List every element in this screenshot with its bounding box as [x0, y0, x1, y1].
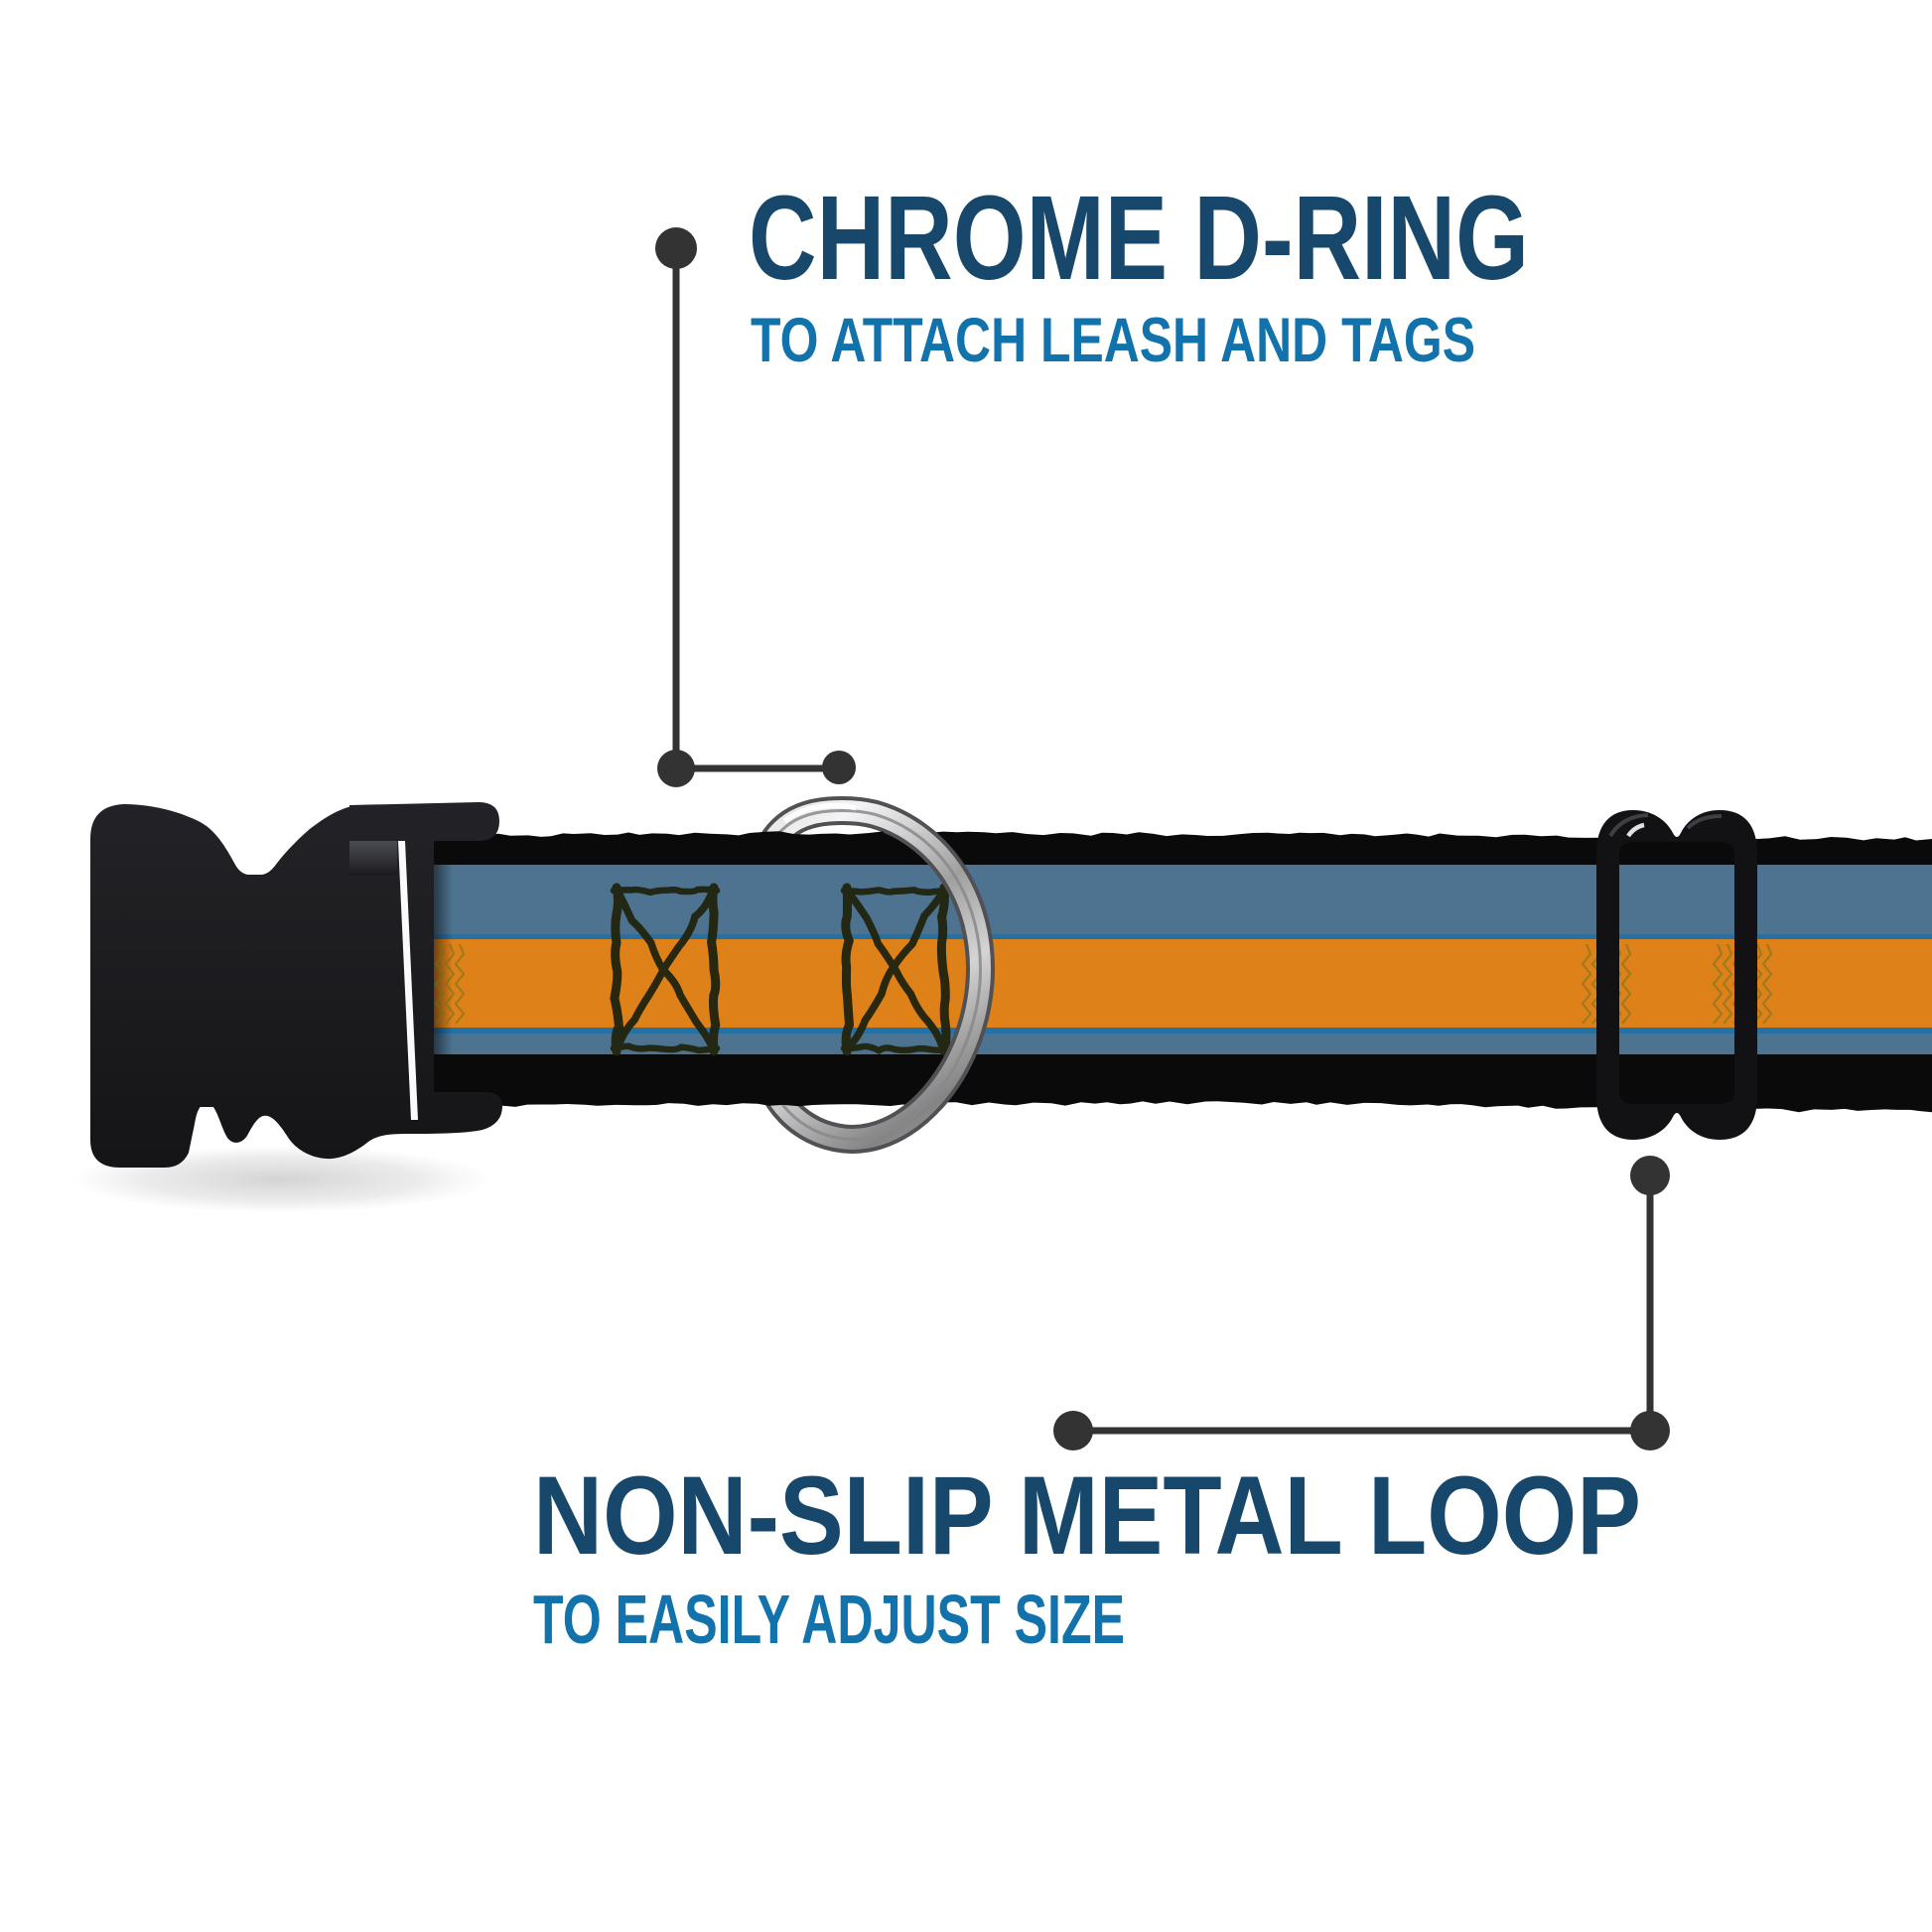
svg-text:TO EASILY ADJUST SIZE: TO EASILY ADJUST SIZE	[533, 1581, 1125, 1658]
svg-text:TO ATTACH LEASH AND TAGS: TO ATTACH LEASH AND TAGS	[751, 306, 1475, 375]
svg-text:CHROME D-RING: CHROME D-RING	[749, 170, 1529, 305]
svg-text:NON-SLIP METAL LOOP: NON-SLIP METAL LOOP	[533, 1453, 1641, 1578]
